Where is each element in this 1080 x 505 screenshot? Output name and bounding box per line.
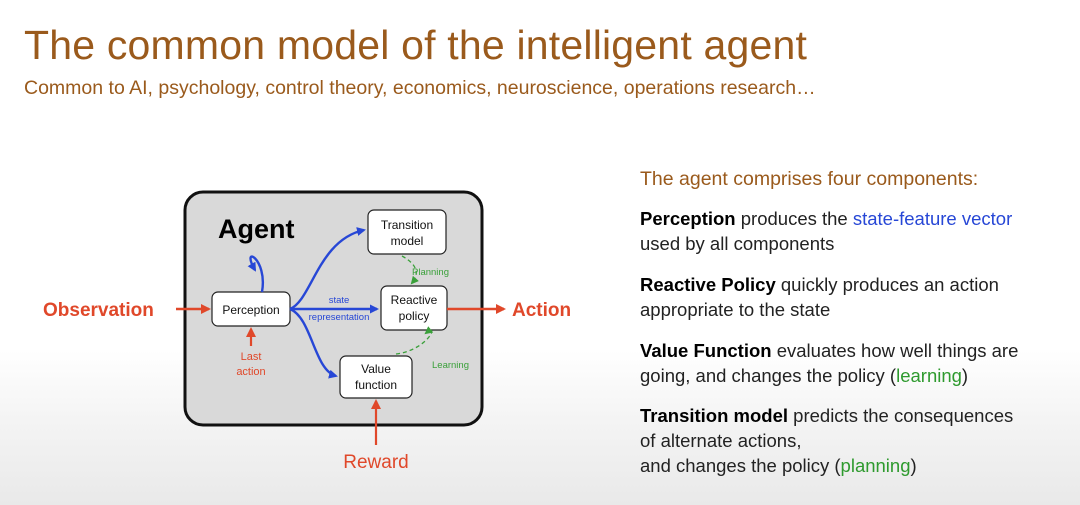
slide-title: The common model of the intelligent agen… (24, 22, 808, 68)
transition-model-line2: of alternate actions, (640, 430, 802, 451)
perception-to-transition-arrow (289, 227, 366, 311)
reactive-policy-name: Reactive Policy (640, 274, 776, 295)
transition-model-line3-post: ) (910, 455, 917, 476)
state-feature-vector-highlight: state-feature vector (852, 208, 1013, 229)
learning-highlight: learning (896, 365, 962, 386)
transition-model-description: Transition model predicts the consequenc… (640, 403, 1013, 478)
planning-label: Planning (412, 267, 449, 278)
perception-self-loop-arrow (247, 255, 265, 293)
reactive-policy-label-1: Reactive (391, 293, 438, 307)
perception-text: produces the (735, 208, 853, 229)
last-action-label-2: action (236, 366, 265, 378)
value-function-description: Value Function evaluates how well things… (640, 338, 1018, 388)
value-function-label-1: Value (361, 362, 391, 376)
value-function-text: evaluates how well things are (771, 340, 1019, 361)
components-heading: The agent comprises four components: (640, 168, 979, 190)
perception-to-value-arrow (289, 307, 338, 379)
state-label: state (329, 295, 350, 306)
reactive-policy-line2: appropriate to the state (640, 299, 831, 320)
observation-label: Observation (43, 300, 154, 321)
learning-arrow (395, 326, 434, 355)
representation-label: representation (309, 312, 370, 323)
value-function-label-2: function (355, 378, 397, 392)
reward-label: Reward (343, 452, 408, 473)
reactive-policy-description: Reactive Policy quickly produces an acti… (640, 272, 999, 322)
last-action-label-1: Last (241, 351, 262, 363)
slide-subtitle: Common to AI, psychology, control theory… (24, 77, 816, 99)
reactive-policy-label-2: policy (399, 309, 430, 323)
perception-line2: used by all components (640, 233, 835, 254)
transition-model-name: Transition model (640, 405, 789, 426)
transition-model-label-1: Transition (381, 218, 433, 232)
learning-label: Learning (432, 360, 469, 371)
value-function-box (339, 355, 413, 399)
transition-model-text: predicts the consequences (788, 405, 1014, 426)
value-function-name: Value Function (640, 340, 772, 361)
planning-arrow (401, 255, 419, 285)
value-function-line2-pre: going, and changes the policy ( (640, 365, 897, 386)
value-function-line2-post: ) (961, 365, 969, 386)
action-label: Action (512, 300, 571, 321)
perception-name: Perception (640, 208, 736, 229)
transition-model-line3-pre: and changes the policy ( (640, 455, 841, 476)
transition-model-label-2: model (391, 234, 424, 248)
reactive-policy-text: quickly produces an action (775, 274, 999, 295)
agent-label: Agent (218, 214, 295, 244)
perception-description: Perception produces the state-feature ve… (640, 206, 1012, 256)
planning-highlight: planning (840, 455, 911, 476)
perception-label: Perception (222, 303, 279, 317)
transition-model-box (367, 209, 447, 255)
